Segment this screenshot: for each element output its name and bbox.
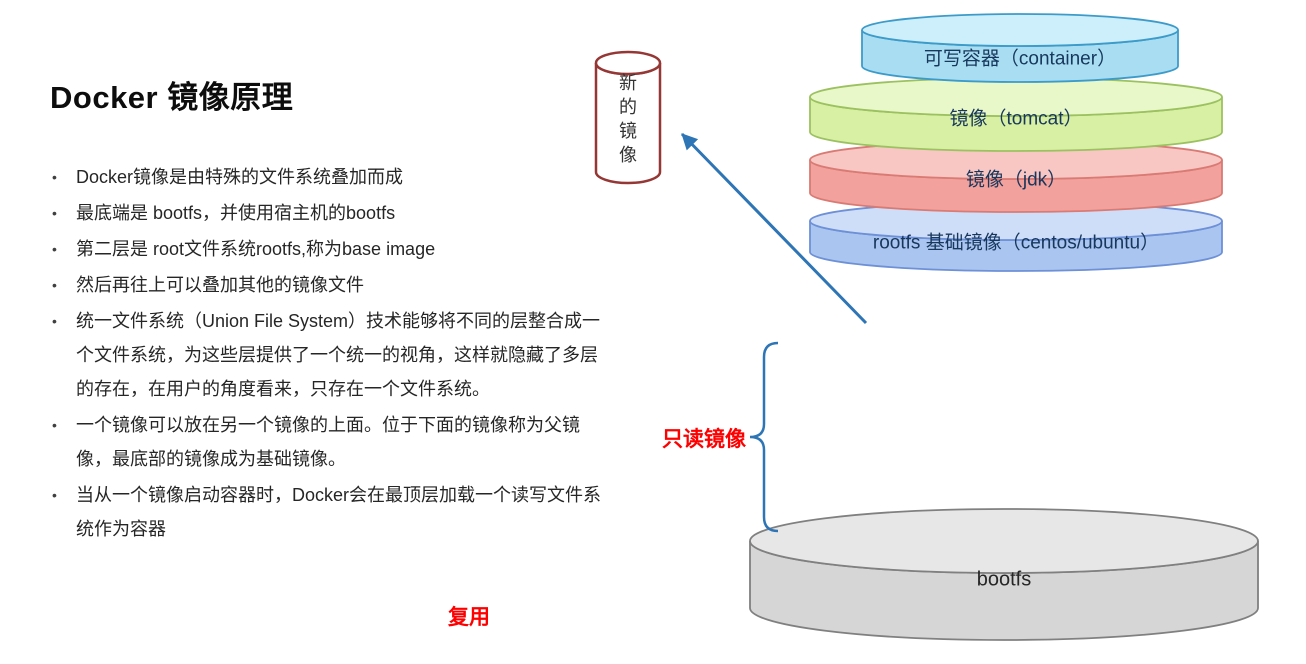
new-image-arrow <box>680 132 868 325</box>
layer-label-tomcat: 镜像（tomcat） <box>949 108 1083 130</box>
layer-jdk-cylinder <box>809 140 1223 213</box>
bullet-item: • 统一文件系统（Union File System）技术能够将不同的层整合成一… <box>50 304 615 406</box>
bullet-list: • Docker镜像是由特殊的文件系统叠加而成 • 最底端是 bootfs，并使… <box>50 160 615 548</box>
readonly-label: 只读镜像 <box>662 428 746 451</box>
bootfs-cylinder <box>749 508 1259 641</box>
bullet-text: 然后再往上可以叠加其他的镜像文件 <box>76 275 364 295</box>
bullet-dot: • <box>52 169 57 185</box>
layer-label-rootfs: rootfs 基础镜像（centos/ubuntu） <box>872 232 1160 254</box>
bullet-text: 第二层是 root文件系统rootfs,称为base image <box>76 239 436 259</box>
page-title: Docker 镜像原理 <box>50 80 294 115</box>
layer-label-jdk: 镜像（jdk） <box>965 169 1067 191</box>
new-image-label: 新的镜像 <box>619 73 637 165</box>
reuse-label: 复用 <box>448 606 490 629</box>
bullet-text: 一个镜像可以放在另一个镜像的上面。位于下面的镜像称为父镜像，最底部的镜像成为基础… <box>76 415 580 469</box>
bullet-dot: • <box>52 417 57 433</box>
layer-container-cylinder <box>861 13 1179 83</box>
bullet-text: 当从一个镜像启动容器时，Docker会在最顶层加载一个读写文件系统作为容器 <box>76 485 602 539</box>
bullet-item: • 最底端是 bootfs，并使用宿主机的bootfs <box>50 196 615 230</box>
bullet-dot: • <box>52 487 57 503</box>
bullet-item: • 当从一个镜像启动容器时，Docker会在最顶层加载一个读写文件系统作为容器 <box>50 478 615 546</box>
bullet-item: • 第二层是 root文件系统rootfs,称为base image <box>50 232 615 266</box>
readonly-brace <box>749 341 779 533</box>
bullet-text: 最底端是 bootfs，并使用宿主机的bootfs <box>76 203 396 223</box>
bullet-item: • Docker镜像是由特殊的文件系统叠加而成 <box>50 160 615 194</box>
bullet-item: • 然后再往上可以叠加其他的镜像文件 <box>50 268 615 302</box>
bullet-item: • 一个镜像可以放在另一个镜像的上面。位于下面的镜像称为父镜像，最底部的镜像成为… <box>50 408 615 476</box>
bullet-text: Docker镜像是由特殊的文件系统叠加而成 <box>76 167 404 187</box>
new-image-cylinder <box>594 50 662 185</box>
bullet-dot: • <box>52 313 57 329</box>
bullet-dot: • <box>52 241 57 257</box>
bullet-dot: • <box>52 277 57 293</box>
layer-label-container: 可写容器（container） <box>923 48 1117 70</box>
bullet-text: 统一文件系统（Union File System）技术能够将不同的层整合成一个文… <box>76 311 601 399</box>
bootfs-label: bootfs <box>976 568 1032 591</box>
layer-tomcat-cylinder <box>809 77 1223 152</box>
bullet-dot: • <box>52 205 57 221</box>
